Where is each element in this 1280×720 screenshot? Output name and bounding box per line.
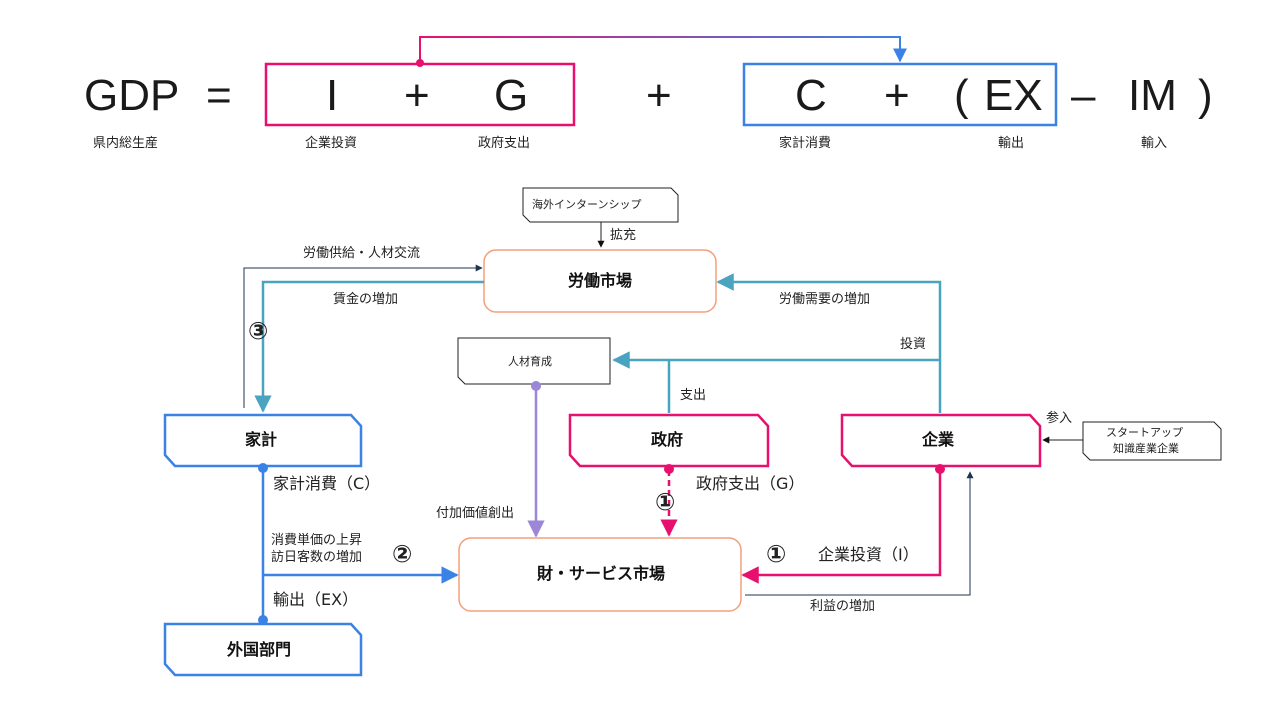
edge-government-dot (664, 464, 674, 474)
label-profit-increase: 利益の増加 (810, 599, 876, 614)
node-foreign: 外国部門 (227, 640, 292, 659)
label-unit-price-line2: 訪日客数の増加 (271, 550, 363, 565)
edge-household-dot (258, 463, 268, 473)
eq-government-label: 政府支出 (478, 136, 531, 151)
node-government-shape (568, 413, 770, 468)
node-startup-line1: スタートアップ (1106, 426, 1183, 439)
node-startup-shape (1082, 421, 1222, 461)
node-overseas-internship-shape (522, 187, 679, 223)
marker-1-government: ① (655, 488, 676, 516)
eq-minus: – (1071, 71, 1096, 120)
marker-1-enterprise: ① (766, 540, 787, 568)
eq-right-paren: ) (1198, 71, 1213, 120)
eq-equals: = (206, 71, 232, 120)
node-enterprise-shape (840, 413, 1042, 468)
label-labor-supply: 労働供給・人材交流 (303, 246, 421, 261)
eq-gdp-label: 県内総生産 (93, 136, 159, 151)
marker-2: ② (392, 540, 413, 568)
label-government-spending: 政府支出（G） (696, 474, 805, 493)
edge-foreign-dot (258, 615, 268, 625)
label-labor-demand: 労働需要の増加 (779, 292, 871, 307)
eq-export: EX (984, 71, 1043, 120)
equation-link-dot (416, 59, 424, 67)
edge-enterprise-investment (741, 470, 942, 584)
label-enterprise-investment: 企業投資（I） (818, 545, 919, 564)
node-hr-development: 人材育成 (508, 355, 552, 368)
eq-plus-1: + (404, 71, 430, 120)
eq-plus-3: + (884, 71, 910, 120)
eq-left-paren: ( (954, 71, 969, 120)
eq-import: IM (1128, 71, 1177, 120)
label-value-creation: 付加価値創出 (436, 506, 515, 521)
eq-government: G (494, 71, 529, 120)
eq-consumption: C (795, 71, 827, 120)
equation-link-line (419, 36, 907, 63)
node-foreign-shape (163, 622, 363, 677)
label-investment: 投資 (900, 337, 927, 352)
eq-investment-label: 企業投資 (305, 136, 358, 151)
node-enterprise: 企業 (922, 430, 955, 449)
eq-plus-2: + (646, 71, 672, 120)
node-household: 家計 (245, 430, 278, 449)
node-startup-line2: 知識産業企業 (1113, 442, 1179, 455)
edge-enterprise-dot (935, 464, 945, 474)
label-expansion: 拡充 (610, 228, 637, 243)
edge-labor-demand (716, 273, 942, 413)
label-household-consumption: 家計消費（C） (273, 474, 381, 493)
node-government: 政府 (651, 430, 684, 449)
label-spending: 支出 (680, 388, 707, 403)
label-participation: 参入 (1046, 411, 1073, 426)
node-goods-market: 財・サービス市場 (537, 564, 666, 583)
edge-profit-increase (745, 471, 974, 596)
box-consumption-export (742, 62, 1058, 127)
eq-import-label: 輸入 (1141, 136, 1168, 151)
eq-gdp: GDP (84, 71, 180, 120)
eq-investment: I (326, 71, 339, 120)
edge-value-creation-dot (531, 381, 541, 391)
edge-labor-supply (243, 264, 483, 408)
node-goods-market-shape (458, 537, 742, 612)
marker-3: ③ (248, 317, 269, 345)
eq-consumption-label: 家計消費 (779, 136, 832, 151)
node-household-shape (163, 413, 363, 468)
label-export: 輸出（EX） (273, 590, 359, 609)
node-labor-market: 労働市場 (568, 271, 633, 290)
label-unit-price-line1: 消費単価の上昇 (271, 533, 363, 548)
node-overseas-internship: 海外インターンシップ (532, 198, 642, 211)
label-wage-increase: 賃金の増加 (333, 292, 399, 307)
eq-export-label: 輸出 (998, 136, 1025, 151)
edge-wage-increase (254, 280, 484, 413)
